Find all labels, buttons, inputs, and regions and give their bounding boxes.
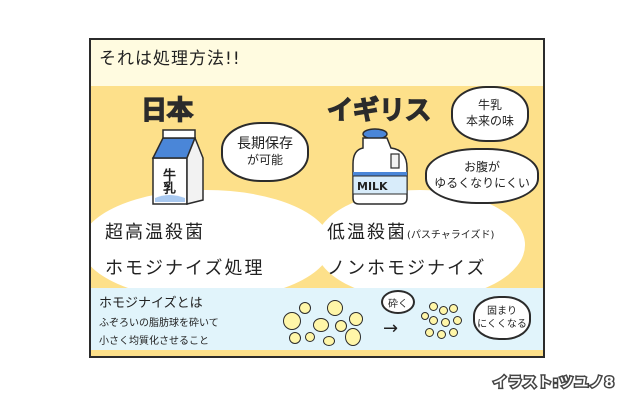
bubble-text-line2: 本来の味 <box>465 114 514 128</box>
bubble-text-line1: 長期保存 <box>237 136 293 153</box>
comic-panel: それは処理方法!! 日本 牛乳 長期保存 が可能 超高温殺菌 ホモジナイズ処理 … <box>89 38 545 358</box>
japan-method-2: ホモジナイズ処理 <box>105 258 265 279</box>
cloud-right <box>315 190 525 300</box>
strip-bottom-band <box>91 350 543 356</box>
crush-bubble: 砕く <box>381 290 415 314</box>
speech-bubble-original-taste: 牛乳 本来の味 <box>451 86 529 142</box>
bubble-text-line1: お腹が <box>463 160 500 175</box>
bubble-text-line2: が可能 <box>246 153 283 168</box>
milk-carton-icon <box>151 129 204 205</box>
bubble-text-line1: 牛乳 <box>477 98 502 113</box>
explanation-line-1: ふぞろいの脂肪球を砕いて <box>99 318 219 329</box>
speech-bubble-long-shelf-life: 長期保存 が可能 <box>221 122 309 182</box>
bubble-text-line2: ゆるくなりにくい <box>434 176 530 190</box>
country-uk: イギリス <box>326 95 432 127</box>
title-band: それは処理方法!! <box>91 40 543 86</box>
uk-method-1: 低温殺菌(パスチャライズド) <box>327 218 494 244</box>
explanation-line-2: 小さく均質化させること <box>99 336 209 347</box>
uk-method-1-note: (パスチャライズド) <box>407 230 495 241</box>
uk-method-2: ノンホモジナイズ <box>327 258 487 279</box>
result-bubble: 固まり にくくなる <box>473 296 531 340</box>
cloud-left <box>91 190 331 300</box>
zigzag-edge-icon <box>91 66 543 86</box>
jug-label: MILK <box>357 180 388 193</box>
panel-title: それは処理方法!! <box>99 49 241 69</box>
arrow-right-icon: → <box>383 318 399 339</box>
japan-method-1: 超高温殺菌 <box>105 222 205 243</box>
homogenize-heading: ホモジナイズとは <box>99 296 203 311</box>
milk-jug-icon <box>352 128 408 205</box>
result-text-line1: 固まり <box>487 306 517 317</box>
result-text-line2: にくくなる <box>477 319 527 330</box>
carton-label: 牛乳 <box>160 168 175 194</box>
explanation-strip: ホモジナイズとは ふぞろいの脂肪球を砕いて 小さく均質化させること 砕く → <box>91 288 543 350</box>
country-japan: 日本 <box>140 95 194 127</box>
speech-bubble-stomach: お腹が ゆるくなりにくい <box>425 148 539 204</box>
uk-method-1-text: 低温殺菌 <box>327 222 407 243</box>
illustration-credit: イラスト:ツユノ8 <box>491 374 616 393</box>
